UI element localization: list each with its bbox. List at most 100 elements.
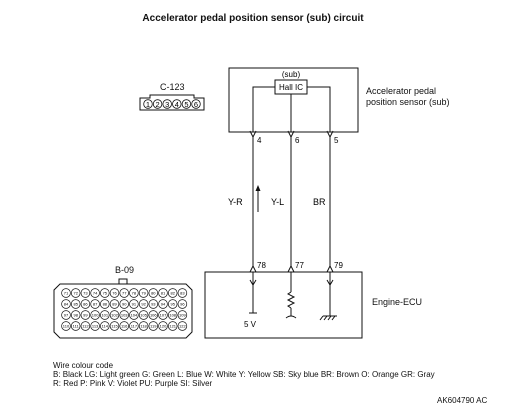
connector-b-pin <box>90 321 100 331</box>
connector-c-pin-number: 5 <box>184 100 188 109</box>
connector-b-pin-number: 100 <box>92 313 99 318</box>
connector-b-pin <box>70 321 81 331</box>
connector-b-pin-number: 109 <box>179 313 186 318</box>
ecu-box <box>204 271 363 339</box>
supply-5v-icon <box>249 272 257 314</box>
connector-b-pin-number: 104 <box>131 313 138 318</box>
legend-line1: B: Black LG: Light green G: Green L: Blu… <box>53 370 435 379</box>
connector-b-pin <box>119 321 129 331</box>
connector-b-pin <box>138 310 149 320</box>
connector-b-pin-number: 91 <box>132 302 137 307</box>
connector-b-pin <box>148 310 159 320</box>
connector-c-pin <box>172 99 182 109</box>
wire-label-y-l: Y-L <box>271 197 284 207</box>
connector-c-pin <box>191 99 201 109</box>
connector-b-pin <box>167 310 178 320</box>
connector-c-pin-number: 3 <box>165 100 169 109</box>
connector-b-pin-number: 92 <box>141 302 146 307</box>
wire-label-y-r: Y-R <box>228 197 243 207</box>
connector-b-pin-number: 95 <box>170 302 175 307</box>
connector-b-pin-number: 75 <box>103 291 108 296</box>
ecu-pin-79: 79 <box>334 261 343 270</box>
signal-direction-arrow-icon <box>255 185 261 212</box>
connector-b-pin-number: 78 <box>132 291 137 296</box>
connector-b-label: B-09 <box>115 265 135 275</box>
connector-b-pin-number: 112 <box>82 324 89 329</box>
connector-b-pin <box>70 288 81 298</box>
connector-b-pin-number: 122 <box>179 324 186 329</box>
connector-b-pin-number: 96 <box>180 302 185 307</box>
connector-b-pin-number: 121 <box>169 324 176 329</box>
resistor-icon <box>285 272 297 319</box>
figure-code: AK604790 AC <box>437 396 488 405</box>
connector-b-pin-number: 108 <box>169 313 176 318</box>
connector-c-label: C-123 <box>160 82 185 92</box>
connector-b-pin <box>158 299 168 309</box>
connector-b-pin <box>61 299 71 309</box>
diagram-title: Accelerator pedal position sensor (sub) … <box>142 13 364 24</box>
connector-c-pin <box>152 99 163 109</box>
connector-b-pin <box>148 288 159 298</box>
connector-b-pin-number: 79 <box>141 291 146 296</box>
connector-b-pin-number: 77 <box>122 291 127 296</box>
connector-b-pin <box>167 299 178 309</box>
connector-b-pin-number: 110 <box>63 324 70 329</box>
connector-b-pin-number: 81 <box>161 291 166 296</box>
connector-b-pin <box>80 299 91 309</box>
connector-c-pin <box>162 99 172 109</box>
connector-b-pin-number: 98 <box>73 313 78 318</box>
connector-b-pin <box>148 299 159 309</box>
connector-b-pin <box>109 299 120 309</box>
connector-b-pin-number: 102 <box>111 313 118 318</box>
connector-b-pin <box>90 299 100 309</box>
connector-b-pin <box>177 310 188 320</box>
connector-c-pin <box>181 99 192 109</box>
ground-icon <box>319 272 337 321</box>
connector-b-pin-number: 101 <box>101 313 108 318</box>
ecu-pin-77: 77 <box>295 261 304 270</box>
connector-b-pin <box>80 288 91 298</box>
connector-b-pin-number: 107 <box>160 313 167 318</box>
connector-b-pin-number: 97 <box>64 313 69 318</box>
connector-b-pin <box>177 321 188 331</box>
connector-b-pin <box>70 299 81 309</box>
ecu-pin-78: 78 <box>257 261 266 270</box>
connector-b-pin-number: 120 <box>160 324 167 329</box>
connector-b-pin <box>80 310 91 320</box>
connector-b-pin <box>61 288 71 298</box>
connector-b-pin <box>177 288 188 298</box>
connector-b-pin <box>70 310 81 320</box>
connector-b-pin <box>158 310 168 320</box>
connector-b-pin <box>80 321 91 331</box>
connector-b-pin-number: 94 <box>161 302 166 307</box>
connector-b-pin-number: 71 <box>64 291 69 296</box>
connector-c-pin-number: 6 <box>194 100 198 109</box>
ecu-pin-markers <box>249 264 334 273</box>
connector-b-pin-number: 85 <box>73 302 78 307</box>
connector-b-pin-number: 99 <box>83 313 88 318</box>
ecu-name: Engine-ECU <box>372 297 423 307</box>
connector-b-pin-number: 113 <box>92 324 99 329</box>
connector-b-pin-number: 87 <box>93 302 98 307</box>
connector-b-pin <box>109 310 120 320</box>
connector-b-pin-number: 93 <box>151 302 156 307</box>
sensor-pin-5: 5 <box>334 136 339 145</box>
connector-b-pin-number: 89 <box>112 302 117 307</box>
connector-b-pin-number: 88 <box>103 302 108 307</box>
connector-b-pin <box>100 288 110 298</box>
connector-b-pin-number: 106 <box>150 313 157 318</box>
connector-b-pin-number: 83 <box>180 291 185 296</box>
connector-b-pin <box>61 321 71 331</box>
connector-b-pin <box>90 288 100 298</box>
connector-b-pin <box>138 321 149 331</box>
connector-b-pin <box>119 288 129 298</box>
sensor-pin-4: 4 <box>257 136 262 145</box>
connector-b-pin <box>148 321 159 331</box>
hall-ic-label: Hall IC <box>279 83 303 92</box>
supply-label: 5 V <box>244 320 257 329</box>
connector-b-pin-number: 116 <box>121 324 128 329</box>
connector-b-pin-number: 90 <box>122 302 127 307</box>
connector-b-pin <box>138 299 149 309</box>
